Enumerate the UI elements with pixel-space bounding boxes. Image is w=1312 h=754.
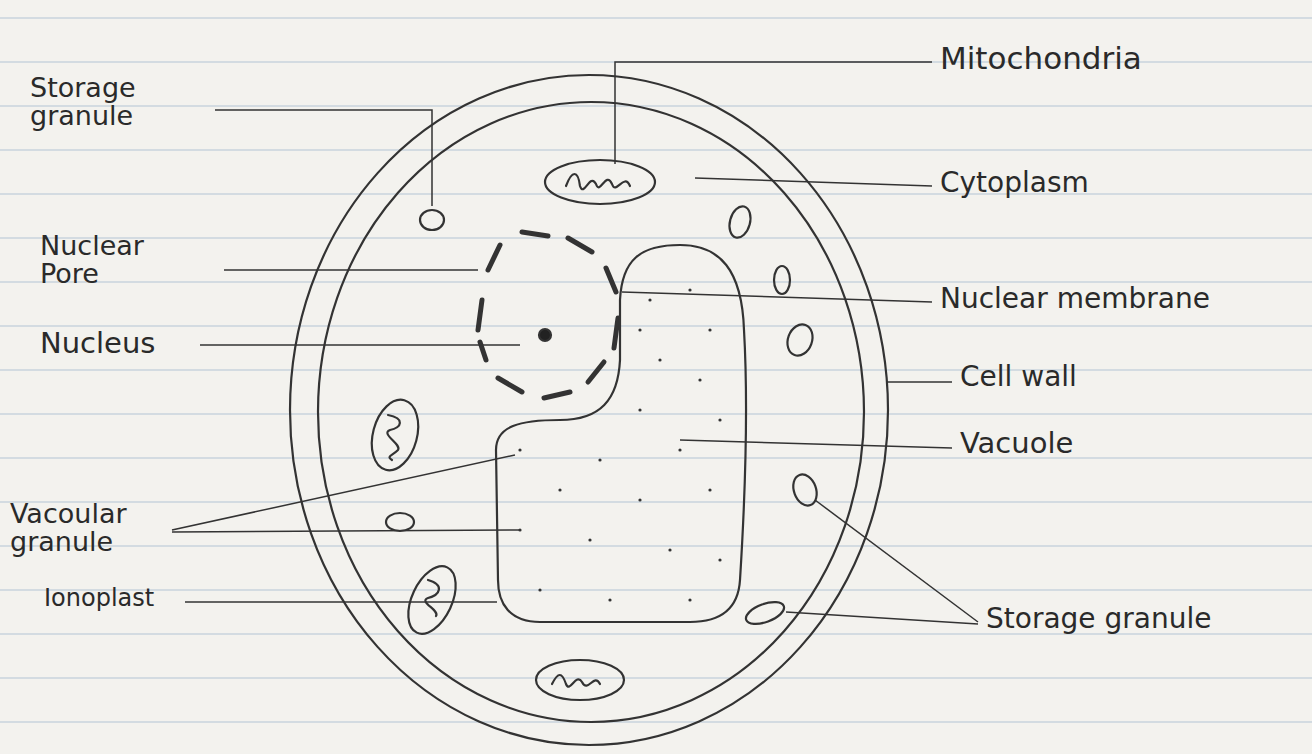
leader-lines	[172, 62, 978, 624]
part-label: Vacuole	[960, 428, 1073, 458]
nucleolus	[539, 329, 551, 341]
storage-granules	[386, 204, 821, 628]
part-label: Vacoular granule	[10, 500, 160, 557]
vacuolar-granules	[518, 288, 721, 601]
cell-wall-inner	[318, 102, 864, 722]
part-label: Nuclear membrane	[940, 284, 1210, 313]
part-label: Cytoplasm	[940, 168, 1089, 197]
part-label: Nuclear Pore	[40, 232, 190, 289]
part-label: Mitochondria	[940, 42, 1142, 75]
nuclear-membrane	[478, 232, 618, 398]
cell-wall-outer	[290, 75, 888, 745]
vacuole	[496, 245, 746, 622]
mitochondrion	[364, 160, 655, 700]
part-label: Storage granule	[30, 74, 170, 131]
part-label: Storage granule	[986, 604, 1211, 633]
part-label: Nucleus	[40, 328, 155, 358]
notebook-lines	[0, 18, 1312, 722]
part-label: Cell wall	[960, 362, 1077, 391]
part-label: Ionoplast	[44, 586, 154, 611]
